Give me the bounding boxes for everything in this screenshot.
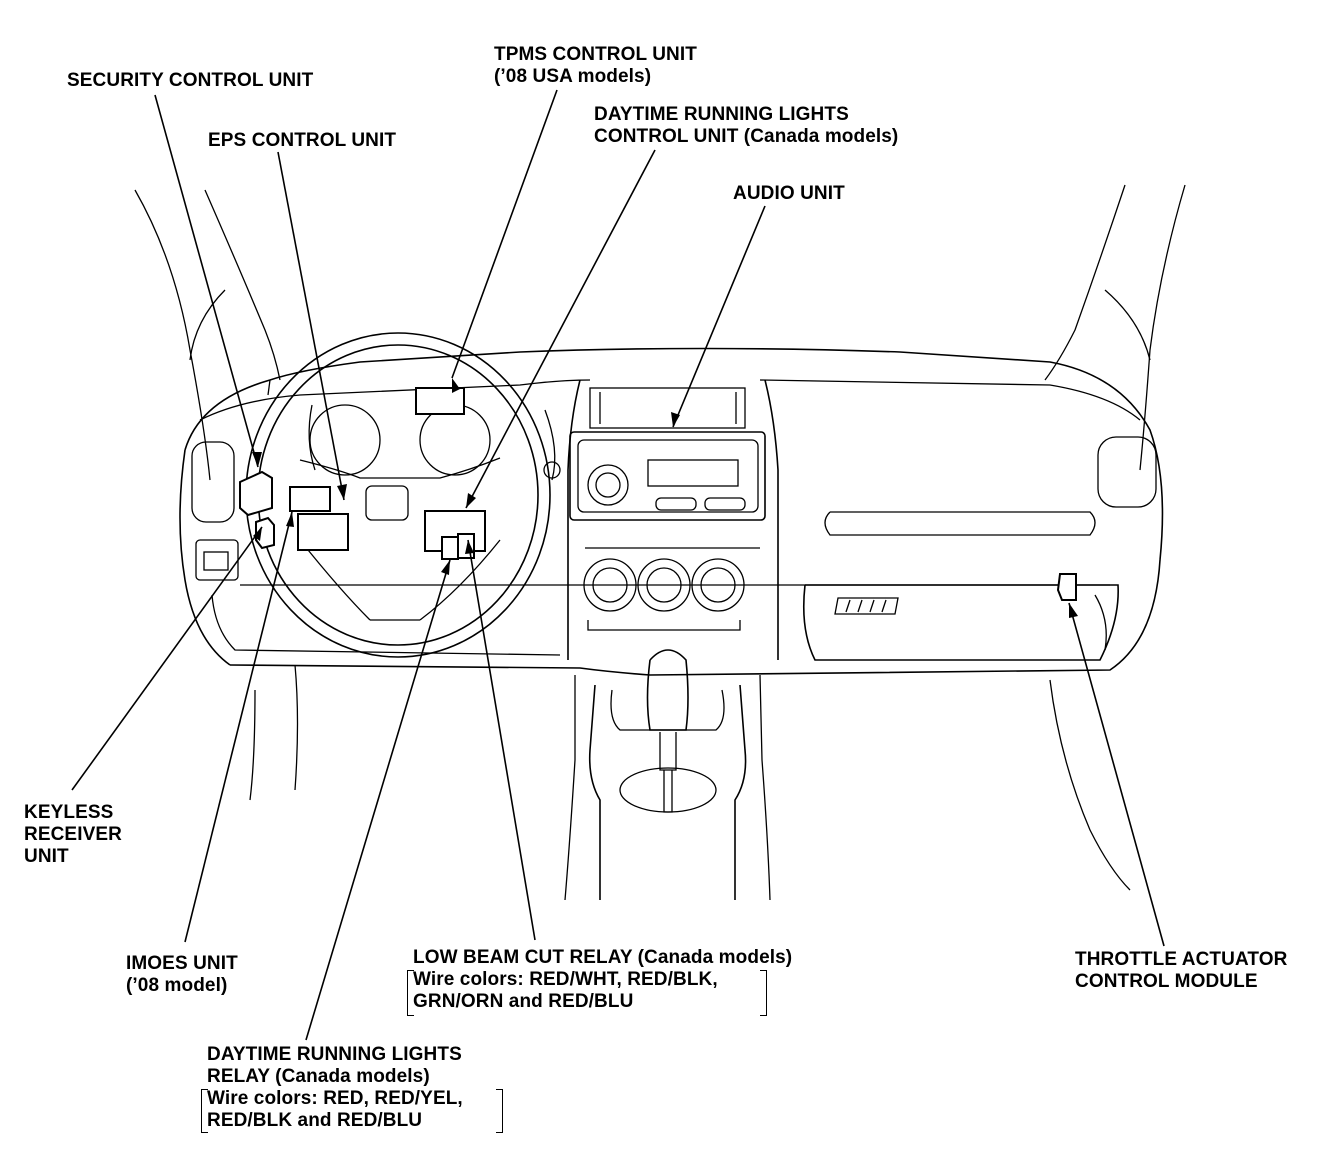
keyless-line3: UNIT bbox=[24, 846, 69, 867]
low-beam-cut-relay-label: LOW BEAM CUT RELAY (Canada models) Wire … bbox=[413, 947, 792, 1013]
low-beam-line1: LOW BEAM CUT RELAY (Canada models) bbox=[413, 947, 793, 968]
leader-arrowheads bbox=[252, 378, 1078, 618]
drl-control-unit-label: DAYTIME RUNNING LIGHTS CONTROL UNIT (Can… bbox=[594, 104, 898, 148]
windshield-frame bbox=[134, 184, 1186, 481]
low-beam-cut-relay-box bbox=[457, 533, 475, 559]
lower-trim bbox=[249, 664, 1131, 891]
drl-relay-line1: DAYTIME RUNNING LIGHTS bbox=[207, 1044, 462, 1065]
tpms-control-unit-line2: (’08 USA models) bbox=[494, 66, 652, 87]
low-beam-bracket-left bbox=[407, 970, 414, 1016]
security-control-unit-box bbox=[239, 470, 273, 517]
tpms-control-unit-line1: TPMS CONTROL UNIT bbox=[494, 44, 697, 65]
audio-unit-label: AUDIO UNIT bbox=[733, 183, 845, 205]
throttle-actuator-label: THROTTLE ACTUATOR CONTROL MODULE bbox=[1075, 949, 1287, 993]
throttle-line2: CONTROL MODULE bbox=[1075, 971, 1258, 992]
center-stack bbox=[567, 379, 779, 660]
keyless-line2: RECEIVER bbox=[24, 824, 122, 845]
drl-relay-label: DAYTIME RUNNING LIGHTS RELAY (Canada mod… bbox=[207, 1044, 463, 1132]
throttle-module-box bbox=[1056, 573, 1077, 601]
drl-relay-line4: RED/BLK and RED/BLU bbox=[207, 1110, 423, 1131]
audio-unit-line1: AUDIO UNIT bbox=[733, 183, 845, 204]
imoes-line2: (’08 model) bbox=[126, 975, 228, 996]
low-beam-line2: Wire colors: RED/WHT, RED/BLK, bbox=[413, 969, 718, 990]
drl-relay-bracket-left bbox=[201, 1089, 208, 1133]
low-beam-bracket-right bbox=[760, 970, 767, 1016]
eps-control-unit-line1: EPS CONTROL UNIT bbox=[208, 130, 397, 151]
drl-relay-bracket-right bbox=[496, 1089, 503, 1133]
imoes-unit-box bbox=[297, 513, 349, 551]
dashboard-outline bbox=[179, 347, 1164, 676]
imoes-unit-label: IMOES UNIT (’08 model) bbox=[126, 953, 238, 997]
tpms-control-unit-box bbox=[415, 387, 465, 415]
security-control-unit-label: SECURITY CONTROL UNIT bbox=[67, 70, 313, 92]
eps-control-unit-box bbox=[289, 486, 331, 512]
center-console bbox=[564, 649, 771, 901]
drl-control-unit-line2: CONTROL UNIT (Canada models) bbox=[594, 126, 899, 147]
drl-relay-box bbox=[441, 536, 459, 560]
keyless-receiver-unit-label: KEYLESS RECEIVER UNIT bbox=[24, 802, 122, 868]
keyless-line1: KEYLESS bbox=[24, 802, 114, 823]
drl-relay-line2: RELAY (Canada models) bbox=[207, 1066, 430, 1087]
drl-control-unit-line1: DAYTIME RUNNING LIGHTS bbox=[594, 104, 849, 125]
leader-lines bbox=[71, 89, 1165, 1041]
low-beam-line3: GRN/ORN and RED/BLU bbox=[413, 991, 634, 1012]
keyless-receiver-box bbox=[255, 516, 275, 550]
imoes-line1: IMOES UNIT bbox=[126, 953, 238, 974]
drl-relay-line3: Wire colors: RED, RED/YEL, bbox=[207, 1088, 463, 1109]
throttle-line1: THROTTLE ACTUATOR bbox=[1075, 949, 1288, 970]
eps-control-unit-label: EPS CONTROL UNIT bbox=[208, 130, 396, 152]
security-control-unit-line1: SECURITY CONTROL UNIT bbox=[67, 70, 314, 91]
components bbox=[239, 387, 1077, 601]
tpms-control-unit-label: TPMS CONTROL UNIT (’08 USA models) bbox=[494, 44, 697, 88]
